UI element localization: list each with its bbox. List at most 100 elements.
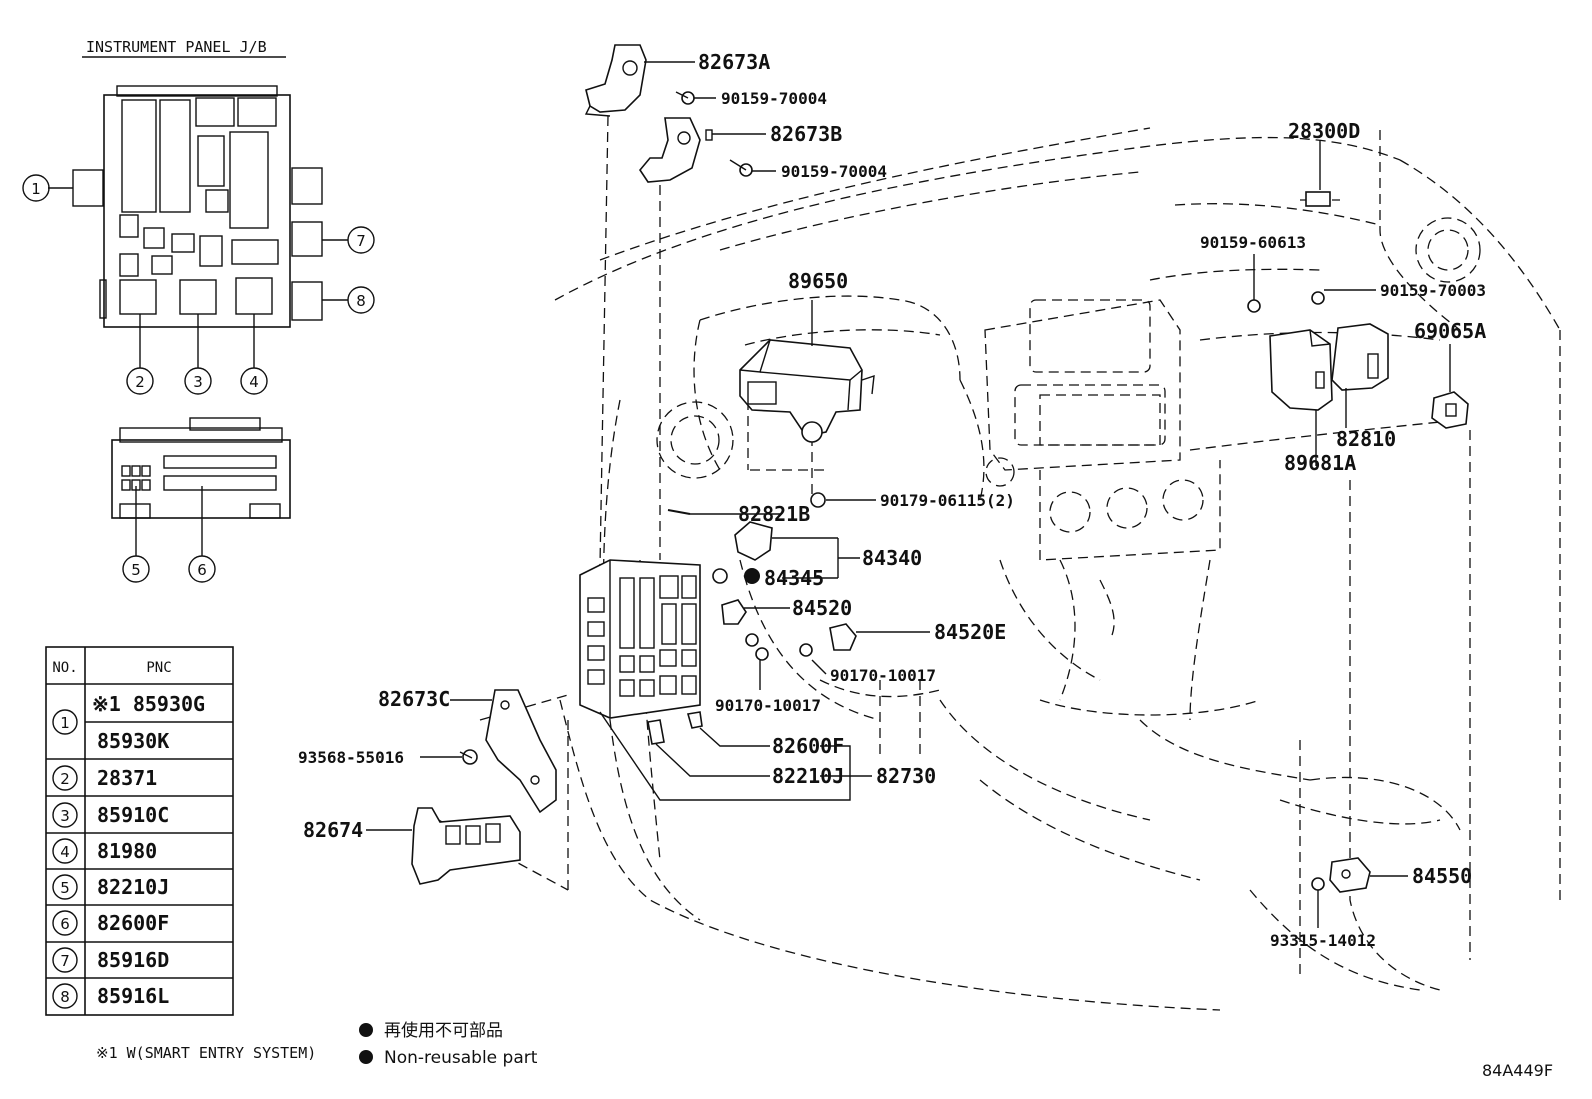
table-row: 85930K [97, 729, 169, 753]
label-84520: 84520 [792, 596, 852, 620]
svg-text:2: 2 [60, 770, 70, 788]
label-89681A: 89681A [1284, 451, 1356, 475]
label-93568-55016: 93568-55016 [298, 748, 404, 767]
switch-84520E [799, 623, 857, 657]
table-row: 1 ※1 85930G [52, 692, 205, 735]
callout-8: 8 [347, 286, 375, 314]
cover-82821B [667, 509, 691, 515]
label-90170-10017-a: 90170-10017 [830, 666, 936, 685]
callout-2: 2 [126, 367, 154, 395]
callout-5: 5 [122, 555, 150, 583]
table-row: 7 85916D [52, 947, 169, 973]
svg-text:81980: 81980 [97, 839, 157, 863]
table-row: 2 28371 [52, 765, 157, 791]
label-82730: 82730 [876, 764, 936, 788]
label-82673B: 82673B [770, 122, 842, 146]
label-89650: 89650 [788, 269, 848, 293]
svg-text:再使用不可部品: 再使用不可部品 [384, 1020, 503, 1041]
svg-text:6: 6 [60, 915, 70, 933]
switch-84520 [721, 599, 769, 661]
svg-text:85916D: 85916D [97, 948, 169, 972]
table-row: 8 85916L [52, 983, 169, 1009]
table-header-pnc: PNC [146, 660, 171, 676]
ecu-89681A [1269, 329, 1333, 411]
switch-84340 [712, 521, 773, 584]
label-90159-70004-a: 90159-70004 [721, 89, 827, 108]
screw-90159-70004-b [729, 159, 753, 177]
label-93315-14012: 93315-14012 [1270, 931, 1376, 950]
svg-text:85916L: 85916L [97, 984, 169, 1008]
clip-90179-06115 [810, 492, 826, 508]
svg-text:2: 2 [135, 373, 145, 391]
bolt-93568-55016 [459, 749, 478, 765]
label-90170-10017-b: 90170-10017 [715, 696, 821, 715]
callout-1: 1 [22, 174, 50, 202]
svg-text:7: 7 [60, 952, 70, 970]
junction-block-assembly [579, 559, 701, 719]
svg-text:85910C: 85910C [97, 803, 169, 827]
label-82210J: 82210J [772, 764, 844, 788]
legend-non-reusable: 再使用不可部品 Non-reusable part [359, 1020, 538, 1068]
label-28300D: 28300D [1288, 119, 1360, 143]
callout-4: 4 [240, 367, 268, 395]
table-row: 6 82600F [52, 910, 169, 936]
non-reusable-dot-icon [359, 1050, 373, 1064]
svg-text:6: 6 [197, 561, 207, 579]
svg-text:8: 8 [356, 292, 366, 310]
label-82600F: 82600F [772, 734, 844, 758]
label-82821B: 82821B [738, 502, 810, 526]
screw-90159-70004-a [675, 91, 695, 105]
label-84340: 84340 [862, 546, 922, 570]
bracket-82673A [584, 44, 647, 117]
bracket-82673C [485, 689, 557, 814]
junction-block-rear-view [111, 417, 291, 556]
table-row: 4 81980 [52, 838, 157, 864]
dashboard-outline [554, 127, 1561, 1011]
pnc-table: NO. PNC 1 ※1 85930G 85930K 2 28371 3 859… [45, 646, 234, 1016]
relay-82600F [686, 711, 703, 729]
svg-text:※1 85930G: ※1 85930G [92, 692, 205, 716]
callout-7: 7 [347, 226, 375, 254]
leader-lines [366, 61, 1451, 928]
bracket-82673B [639, 117, 713, 183]
figure-id: 84A449F [1482, 1061, 1553, 1080]
label-84550: 84550 [1412, 864, 1472, 888]
bracket-82674 [411, 807, 521, 885]
label-82673A: 82673A [698, 50, 770, 74]
svg-text:7: 7 [356, 232, 366, 250]
non-reusable-dot-84345 [744, 568, 760, 584]
callout-3: 3 [184, 367, 212, 395]
screw-90159-60613 [1247, 299, 1261, 313]
relay-82210J [647, 719, 665, 745]
svg-text:1: 1 [31, 180, 41, 198]
svg-text:Non-reusable part: Non-reusable part [384, 1048, 538, 1068]
junction-block-front-view [48, 85, 348, 368]
ecu-89650 [739, 339, 875, 443]
label-90179-06115: 90179-06115(2) [880, 491, 1015, 510]
sensor-69065A [1431, 391, 1469, 429]
table-row: 3 85910C [52, 802, 169, 828]
svg-text:82210J: 82210J [97, 875, 169, 899]
callout-6: 6 [188, 555, 216, 583]
part-labels: 82673A 90159-70004 82673B 90159-70004 28… [298, 50, 1486, 950]
svg-text:8: 8 [60, 988, 70, 1006]
module-82810 [1331, 323, 1389, 391]
junction-block-title: INSTRUMENT PANEL J/B [82, 38, 286, 58]
svg-text:85930K: 85930K [97, 729, 169, 753]
table-row: 5 82210J [52, 874, 169, 900]
svg-text:4: 4 [60, 843, 70, 861]
switch-84550 [1311, 857, 1371, 893]
label-90159-70003: 90159-70003 [1380, 281, 1486, 300]
svg-text:5: 5 [131, 561, 141, 579]
label-84345: 84345 [764, 566, 824, 590]
label-82673C: 82673C [378, 687, 450, 711]
svg-text:3: 3 [193, 373, 203, 391]
label-90159-60613: 90159-60613 [1200, 233, 1306, 252]
svg-text:1: 1 [60, 714, 70, 732]
relay-28300D [1305, 191, 1331, 207]
svg-text:5: 5 [60, 879, 70, 897]
svg-text:82600F: 82600F [97, 911, 169, 935]
svg-text:28371: 28371 [97, 766, 157, 790]
label-82674: 82674 [303, 818, 363, 842]
